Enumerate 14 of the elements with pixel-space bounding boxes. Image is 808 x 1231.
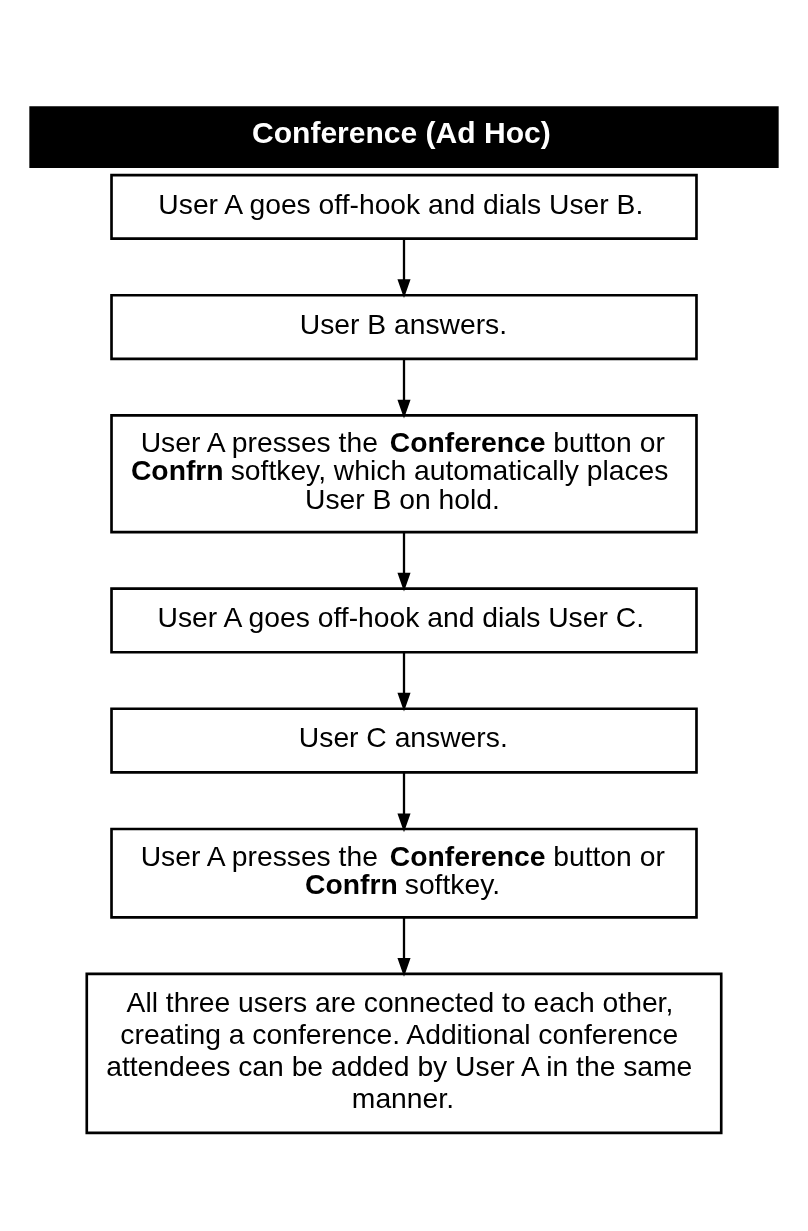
node-box: User B answers. xyxy=(110,293,698,360)
node-box: All three users are connected to each other, creating a conference. Additional conference attendees can be added by User A in the same manner. xyxy=(85,972,723,1134)
node-box: User A presses the Conference button or Confrn softkey. xyxy=(110,827,698,919)
node-box: User A goes off-hook and dials User B. xyxy=(110,173,698,240)
node-box: User A goes off-hook and dials User C. xyxy=(110,586,698,654)
arrow xyxy=(397,652,411,711)
diagram-title: Conference (Ad Hoc) xyxy=(252,115,551,149)
arrow xyxy=(397,238,411,298)
arrow xyxy=(397,917,411,977)
arrow xyxy=(397,358,411,419)
node-box: User A presses the Conference button or Confrn softkey, which automatically places User B on hold. xyxy=(110,413,698,533)
node-box: User C answers. xyxy=(110,706,698,774)
arrow xyxy=(397,531,411,591)
arrow xyxy=(397,772,411,832)
